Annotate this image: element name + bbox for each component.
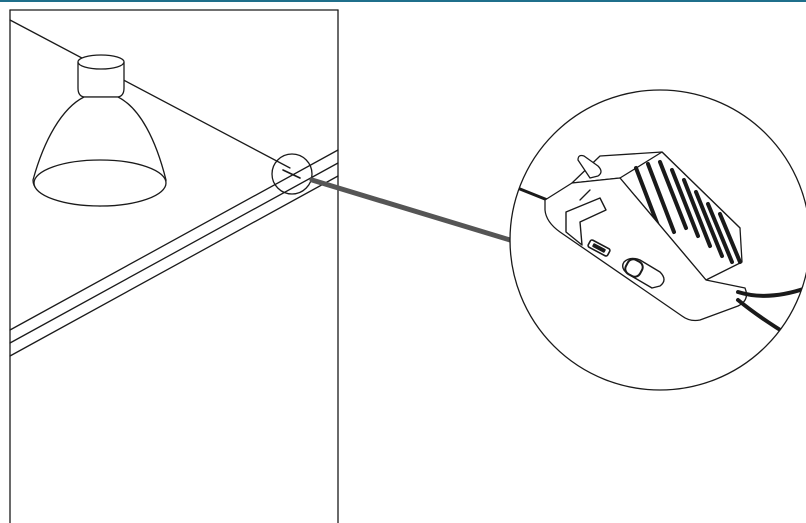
shelf-edge-middle: [9, 162, 339, 344]
cabinet-panel: [9, 9, 339, 523]
pendant-lamp-icon: [32, 54, 167, 207]
device-clip-slot: [565, 197, 607, 246]
usb-port-inner: [592, 243, 606, 253]
device-peg: [577, 154, 602, 179]
slide-switch-knob: [624, 258, 644, 278]
shelf-edge-bottom: [9, 175, 339, 357]
shelf-strip: [9, 149, 339, 357]
device-grip-ridges: [634, 160, 742, 264]
lamp-shade-opening: [33, 159, 167, 207]
callout-connector: [309, 177, 513, 243]
lamp-socket-top: [77, 54, 125, 70]
header-accent-bar: [0, 0, 806, 2]
shelf-edge-top: [9, 149, 339, 331]
ceiling-corner-line: [9, 19, 291, 169]
callout-circle-small: [271, 153, 313, 195]
clip-lip: [579, 189, 591, 201]
detail-callout-small: [271, 153, 313, 195]
device-mini-mark: [282, 169, 301, 179]
